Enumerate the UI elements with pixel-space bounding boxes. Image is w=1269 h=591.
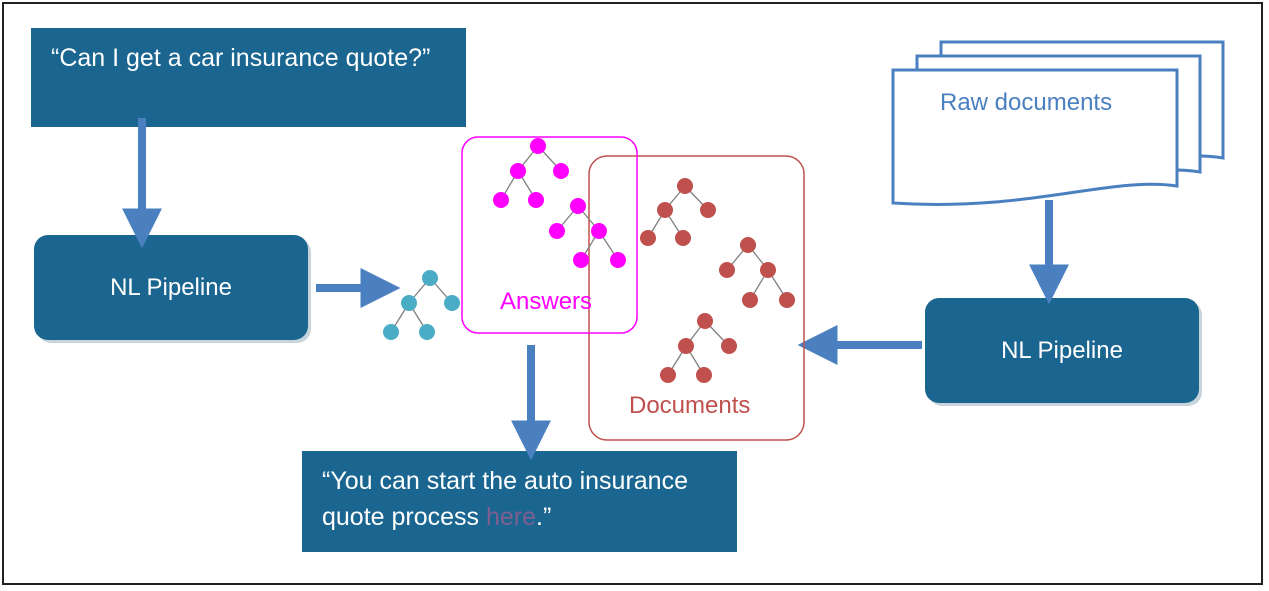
- raw-documents-label: Raw documents: [940, 89, 1112, 116]
- answers-box: [461, 136, 638, 334]
- document-tree: [719, 237, 795, 308]
- answer-link-here[interactable]: here: [486, 503, 537, 531]
- query-text: “Can I get a car insurance quote?”: [51, 44, 431, 72]
- answer-tree: [493, 138, 569, 208]
- nl-pipeline-left-label: NL Pipeline: [110, 273, 232, 301]
- nl-pipeline-left: NL Pipeline: [34, 235, 308, 340]
- answer-text-before: “You can start the auto insurance quote …: [322, 467, 688, 531]
- query-tree: [383, 270, 460, 340]
- document-tree: [640, 178, 716, 246]
- answer-text-after: .”: [536, 503, 552, 531]
- document-tree: [660, 313, 737, 383]
- documents-label: Documents: [629, 392, 750, 419]
- query-box: “Can I get a car insurance quote?”: [31, 28, 466, 127]
- answer-tree: [549, 198, 626, 268]
- nl-pipeline-right: NL Pipeline: [925, 298, 1199, 403]
- documents-box: [588, 155, 805, 441]
- nl-pipeline-right-label: NL Pipeline: [1001, 336, 1123, 364]
- raw-documents-icon: [891, 40, 1225, 206]
- answers-label: Answers: [500, 288, 592, 315]
- answer-box: “You can start the auto insurance quote …: [302, 451, 737, 552]
